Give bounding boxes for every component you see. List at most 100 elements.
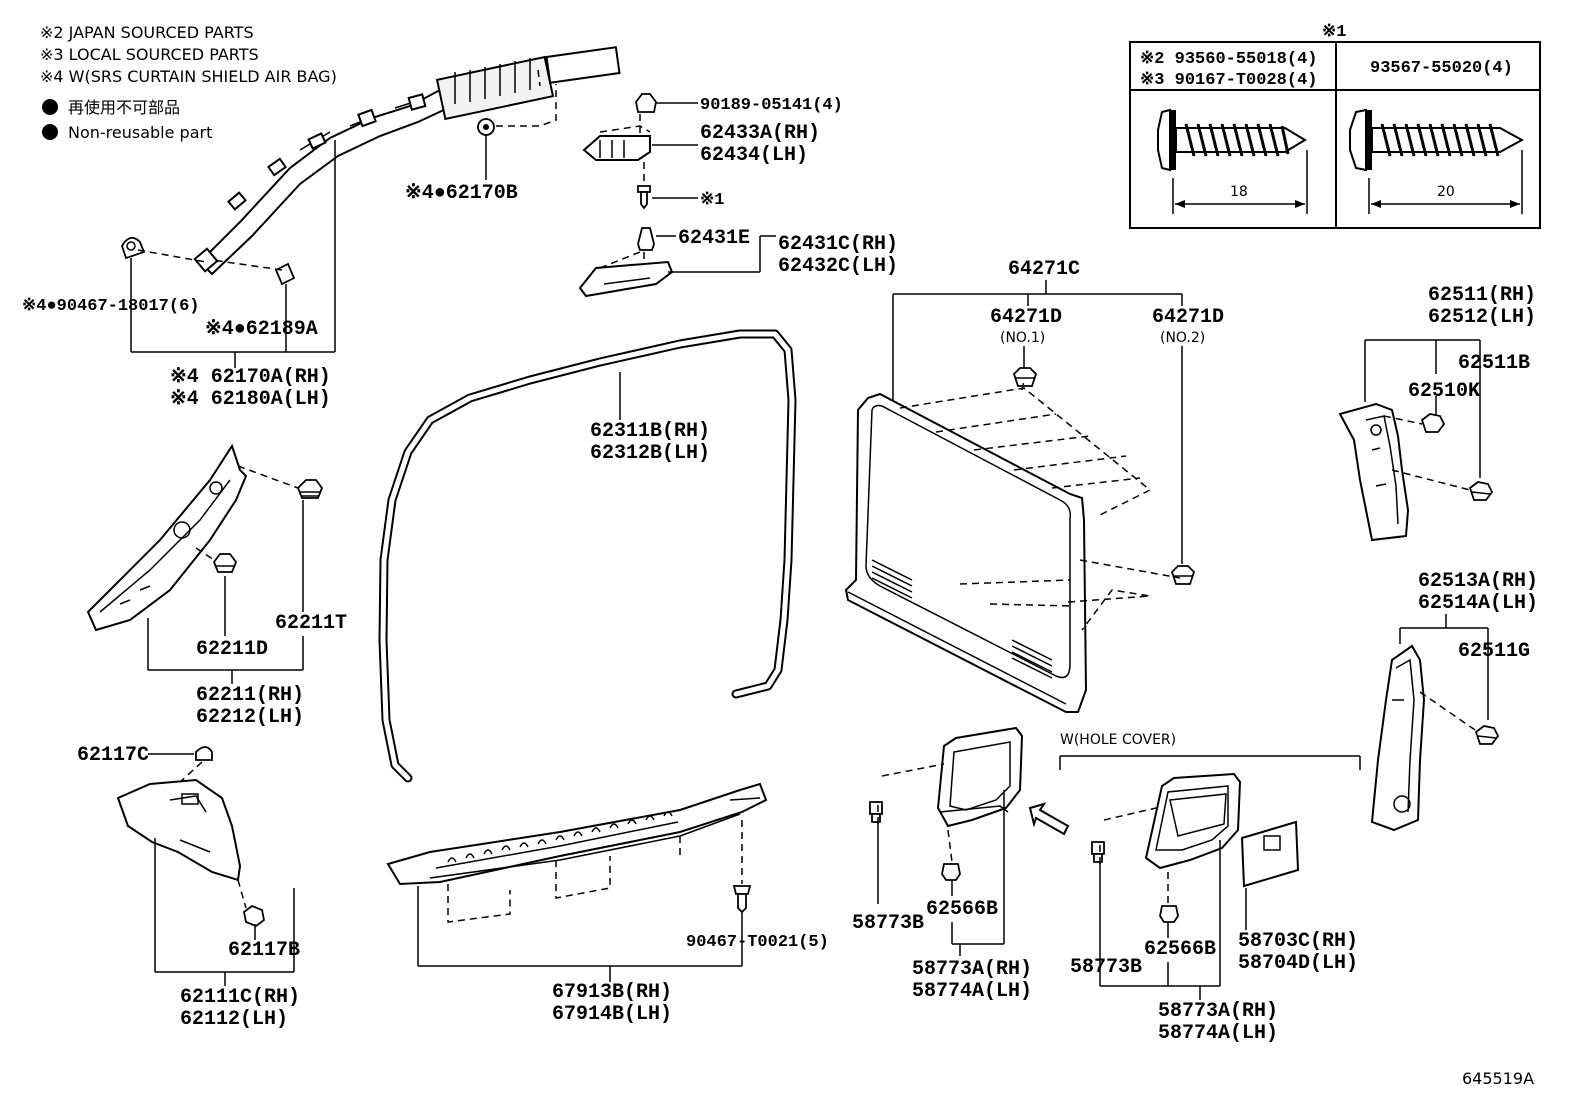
label-90467-18017: ※4●90467-18017(6) [22,297,199,316]
screw-table-col1-line1: ※2 93560-55018(4) [1140,50,1317,69]
label-62170B: ※4●62170B [405,182,518,205]
note-non-reusable-en: Non-reusable part [68,123,212,142]
clip-62511G-icon [1474,725,1500,745]
quarter-pillar-garnish-62511 [1338,402,1410,542]
back-panel-trim-64271C [844,392,1088,713]
label-62513A: 62513A(RH) [1418,570,1538,593]
note-japan-sourced: ※2 JAPAN SOURCED PARTS [40,23,254,42]
screw-table: ※1 ※2 93560-55018(4) ※3 90167-T0028(4) 9… [1129,23,1541,229]
label-62189A: ※4●62189A [205,318,318,341]
screw-table-col2-header: 93567-55020(4) [1370,59,1513,78]
clip-62189A-icon [274,262,296,286]
clip-64271D-no2-icon [1170,565,1196,585]
pillar-garnish-62513A [1370,644,1426,832]
cover-58773A-right [1144,772,1242,870]
clip-62170B-icon [477,118,495,136]
clip-62211T-icon [296,479,324,499]
label-64271D-no1: 64271D [990,306,1062,329]
label-note1: ※1 [700,191,724,210]
label-58774A-left: 58774A(LH) [912,980,1032,1003]
label-62111C: 62111C(RH) [180,986,300,1009]
diagram-id: 645519A [1462,1069,1534,1088]
label-64271D-no2-sub: (NO.2) [1160,330,1205,346]
label-62434: 62434(LH) [700,144,808,167]
label-58774A-right: 58774A(LH) [1158,1022,1278,1045]
label-62180A: ※4 62180A(LH) [170,388,331,411]
label-67913B: 67913B(RH) [552,981,672,1004]
label-64271D-no1-sub: (NO.1) [1000,330,1045,346]
label-62170A: ※4 62170A(RH) [170,366,331,389]
hole-cover-58703C [1240,820,1300,888]
label-62511: 62511(RH) [1428,284,1536,307]
clip-62510K-icon [1420,413,1446,433]
label-62512: 62512(LH) [1428,306,1536,329]
non-reusable-dot-icon [42,124,58,140]
non-reusable-dot-icon [42,99,58,115]
label-58703C: 58703C(RH) [1238,930,1358,953]
label-62117C: 62117C [77,744,149,767]
label-62511G: 62511G [1458,640,1530,663]
label-62431E: 62431E [678,227,750,250]
label-62212: 62212(LH) [196,706,304,729]
pillar-garnish-62211 [86,443,248,632]
label-90189-05141: 90189-05141(4) [700,96,843,115]
clip-90189-icon [635,93,657,113]
clip-62211D-icon [212,553,238,573]
screw-18-length: 18 [1230,184,1248,200]
label-62514A: 62514A(LH) [1418,592,1538,615]
label-62211T: 62211T [275,612,347,635]
clip-58773B-right-icon [1091,841,1105,863]
screw-20-length: 20 [1437,184,1455,200]
label-58773A-right: 58773A(RH) [1158,1000,1278,1023]
label-62431C: 62431C(RH) [778,233,898,256]
label-64271D-no2: 64271D [1152,306,1224,329]
direction-arrow-icon [1028,802,1070,836]
clip-64271D-no1-icon [1012,367,1038,387]
label-62566B-left: 62566B [926,898,998,921]
scuff-plate-67913B [386,782,768,886]
label-62312B: 62312B(LH) [590,442,710,465]
clip-62117C-icon [195,746,213,761]
bracket-62433A-icon [582,135,651,161]
label-62510K: 62510K [1408,380,1480,403]
label-58704D: 58704D(LH) [1238,952,1358,975]
label-62511B: 62511B [1458,352,1530,375]
door-weatherstrip-62311B [378,329,797,783]
label-58773A-left: 58773A(RH) [912,958,1032,981]
clip-62431E-icon [637,227,655,251]
label-62112: 62112(LH) [180,1008,288,1031]
label-w-hole-cover: W(HOLE COVER) [1060,732,1176,748]
screw-note1-icon [637,185,651,210]
screw-18-icon: 18 [1157,108,1308,214]
label-62311B: 62311B(RH) [590,420,710,443]
cover-58773A-left [936,726,1024,828]
label-64271C: 64271C [1008,258,1080,281]
label-62432C: 62432C(LH) [778,255,898,278]
clip-62566B-left-icon [941,863,961,881]
label-90467-T0021: 90467-T0021(5) [686,933,829,952]
clip-90467-18017-icon [121,236,146,260]
cowl-side-trim-62111C [116,778,242,882]
label-62433A: 62433A(RH) [700,122,820,145]
curtain-shield-airbag [193,46,621,276]
note-w-srs: ※4 W(SRS CURTAIN SHIELD AIR BAG) [40,67,337,86]
clip-58773B-left-icon [869,801,883,823]
label-58773B-right: 58773B [1070,956,1142,979]
clip-90467-T0021-icon [732,885,752,914]
clip-62117B-icon [243,904,265,928]
label-62211: 62211(RH) [196,684,304,707]
clip-62511B-icon [1468,481,1494,501]
note-non-reusable-jp: 再使用不可部品 [68,98,180,117]
note-local-sourced: ※3 LOCAL SOURCED PARTS [40,45,259,64]
screw-table-title: ※1 [1322,23,1346,42]
screw-table-col1-line2: ※3 90167-T0028(4) [1140,71,1317,90]
label-58773B-left: 58773B [852,912,924,935]
notes-block: ※2 JAPAN SOURCED PARTS ※3 LOCAL SOURCED … [40,23,337,142]
label-62211D: 62211D [196,638,268,661]
label-67914B: 67914B(LH) [552,1003,672,1026]
clip-62566B-right-icon [1159,905,1179,923]
screw-20-icon: 20 [1349,108,1525,214]
label-62117B: 62117B [228,939,300,962]
trim-62431C-icon [578,260,674,298]
